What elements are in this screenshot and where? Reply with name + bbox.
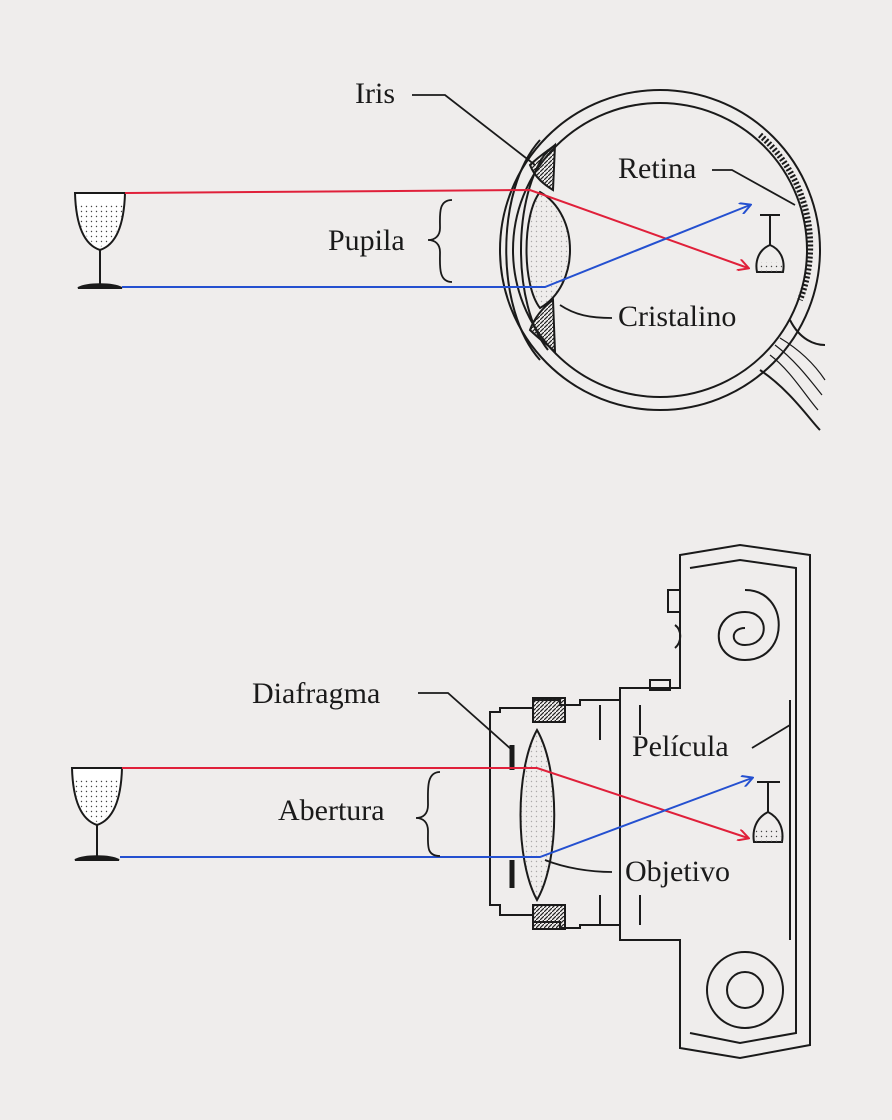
pupil-brace bbox=[427, 199, 453, 283]
eye-diagram bbox=[73, 89, 826, 431]
label-film: Película bbox=[632, 730, 729, 763]
iris-bottom bbox=[528, 298, 557, 356]
camera-leaders bbox=[415, 692, 791, 873]
label-objective: Objetivo bbox=[625, 855, 730, 888]
camera-body bbox=[619, 543, 811, 1060]
cornea bbox=[505, 139, 541, 361]
eye-inner-wall bbox=[512, 102, 808, 398]
wine-glass-object-camera bbox=[70, 767, 124, 861]
camera-blue-ray bbox=[120, 778, 752, 858]
wine-glass-image-camera bbox=[752, 781, 784, 843]
optic-nerve bbox=[759, 319, 826, 431]
eye-outer-wall bbox=[499, 89, 821, 411]
label-retina: Retina bbox=[618, 152, 696, 185]
camera-diagram bbox=[70, 543, 811, 1060]
film-spool-bottom bbox=[706, 951, 784, 1029]
label-iris: Iris bbox=[355, 77, 395, 110]
eye-red-ray bbox=[124, 188, 748, 268]
wine-glass-object-eye bbox=[73, 192, 127, 289]
retina-band bbox=[758, 132, 814, 302]
label-lens: Cristalino bbox=[618, 300, 736, 333]
label-pupil: Pupila bbox=[328, 224, 405, 257]
iris-top bbox=[528, 142, 557, 192]
label-diaphragm: Diafragma bbox=[252, 677, 380, 710]
film-spool-top bbox=[717, 589, 780, 662]
eye-blue-ray bbox=[122, 205, 750, 288]
aperture-brace bbox=[415, 771, 441, 857]
objective-lens bbox=[519, 727, 556, 903]
camera-red-ray bbox=[122, 767, 748, 838]
wine-glass-image-eye bbox=[755, 214, 785, 273]
crystalline-lens bbox=[525, 190, 571, 310]
eye-rays bbox=[122, 188, 750, 288]
camera-rays bbox=[120, 767, 752, 858]
label-aperture: Abertura bbox=[278, 794, 385, 827]
eye-leaders bbox=[412, 94, 796, 319]
